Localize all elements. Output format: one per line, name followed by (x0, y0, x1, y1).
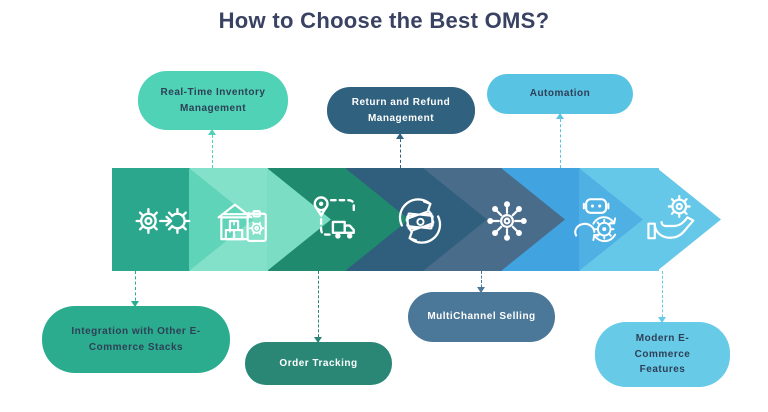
label-realtime-inventory: Real-Time Inventory Management (138, 71, 288, 130)
connector-arrow-icon (477, 287, 485, 293)
multichannel-network-icon (478, 192, 536, 250)
connector-line (131, 271, 139, 307)
label-text: MultiChannel Selling (427, 311, 536, 323)
connector-line (314, 271, 322, 343)
connector-arrow-icon (396, 133, 404, 139)
order-tracking-truck-icon (303, 192, 361, 250)
label-return-refund: Return and Refund Management (327, 87, 475, 134)
label-text: Real-Time Inventory Management (160, 87, 266, 114)
connector-arrow-icon (314, 337, 322, 343)
hand-gear-icon (643, 192, 701, 250)
label-text: Order Tracking (279, 357, 358, 369)
refund-money-icon (391, 192, 449, 250)
warehouse-inventory-icon (215, 192, 273, 250)
label-integration: Integration with Other E-Commerce Stacks (42, 306, 230, 373)
label-text: Return and Refund Management (351, 97, 451, 124)
connector-line (556, 113, 564, 168)
label-multichannel: MultiChannel Selling (408, 292, 555, 342)
connector-line (208, 129, 216, 168)
label-modern-ecommerce: Modern E-Commerce Features (595, 322, 730, 387)
label-order-tracking: Order Tracking (245, 342, 392, 385)
page-title: How to Choose the Best OMS? (218, 8, 550, 33)
connector-arrow-icon (208, 129, 216, 135)
connector-arrow-icon (658, 317, 666, 323)
label-text: Automation (529, 88, 591, 100)
label-automation: Automation (487, 74, 633, 114)
connector-line (396, 133, 404, 168)
connector-line (658, 271, 666, 323)
connector-line (477, 271, 485, 293)
connector-arrow-icon (131, 301, 139, 307)
connector-arrow-icon (556, 113, 564, 119)
integration-gears-icon (133, 192, 191, 250)
label-text: Modern E-Commerce Features (634, 333, 691, 376)
automation-robot-icon (568, 192, 626, 250)
label-text: Integration with Other E-Commerce Stacks (71, 326, 201, 353)
